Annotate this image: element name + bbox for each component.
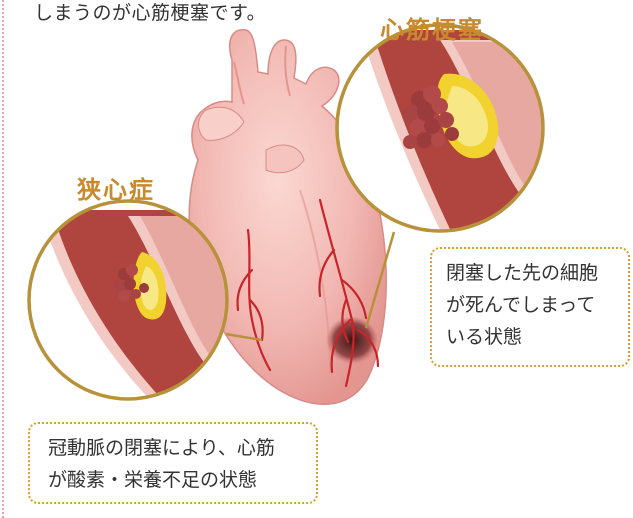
- angina-callout-line-2: が酸素・栄養不足の状態: [48, 464, 310, 496]
- angina-callout-box: 冠動脈の閉塞により、心筋 が酸素・栄養不足の状態: [28, 422, 318, 504]
- mi-callout-line-1: 閉塞した先の細胞: [446, 257, 622, 289]
- mi-callout-line-3: いる状態: [446, 321, 622, 353]
- angina-callout-line-1: 冠動脈の閉塞により、心筋: [48, 432, 310, 464]
- angina-label: 狭心症: [77, 170, 155, 205]
- mi-callout-line-2: が死んでしまって: [446, 289, 622, 321]
- mi-callout-box: 閉塞した先の細胞 が死んでしまって いる状態: [430, 247, 630, 367]
- myocardial-infarction-label: 心筋梗塞: [380, 10, 484, 45]
